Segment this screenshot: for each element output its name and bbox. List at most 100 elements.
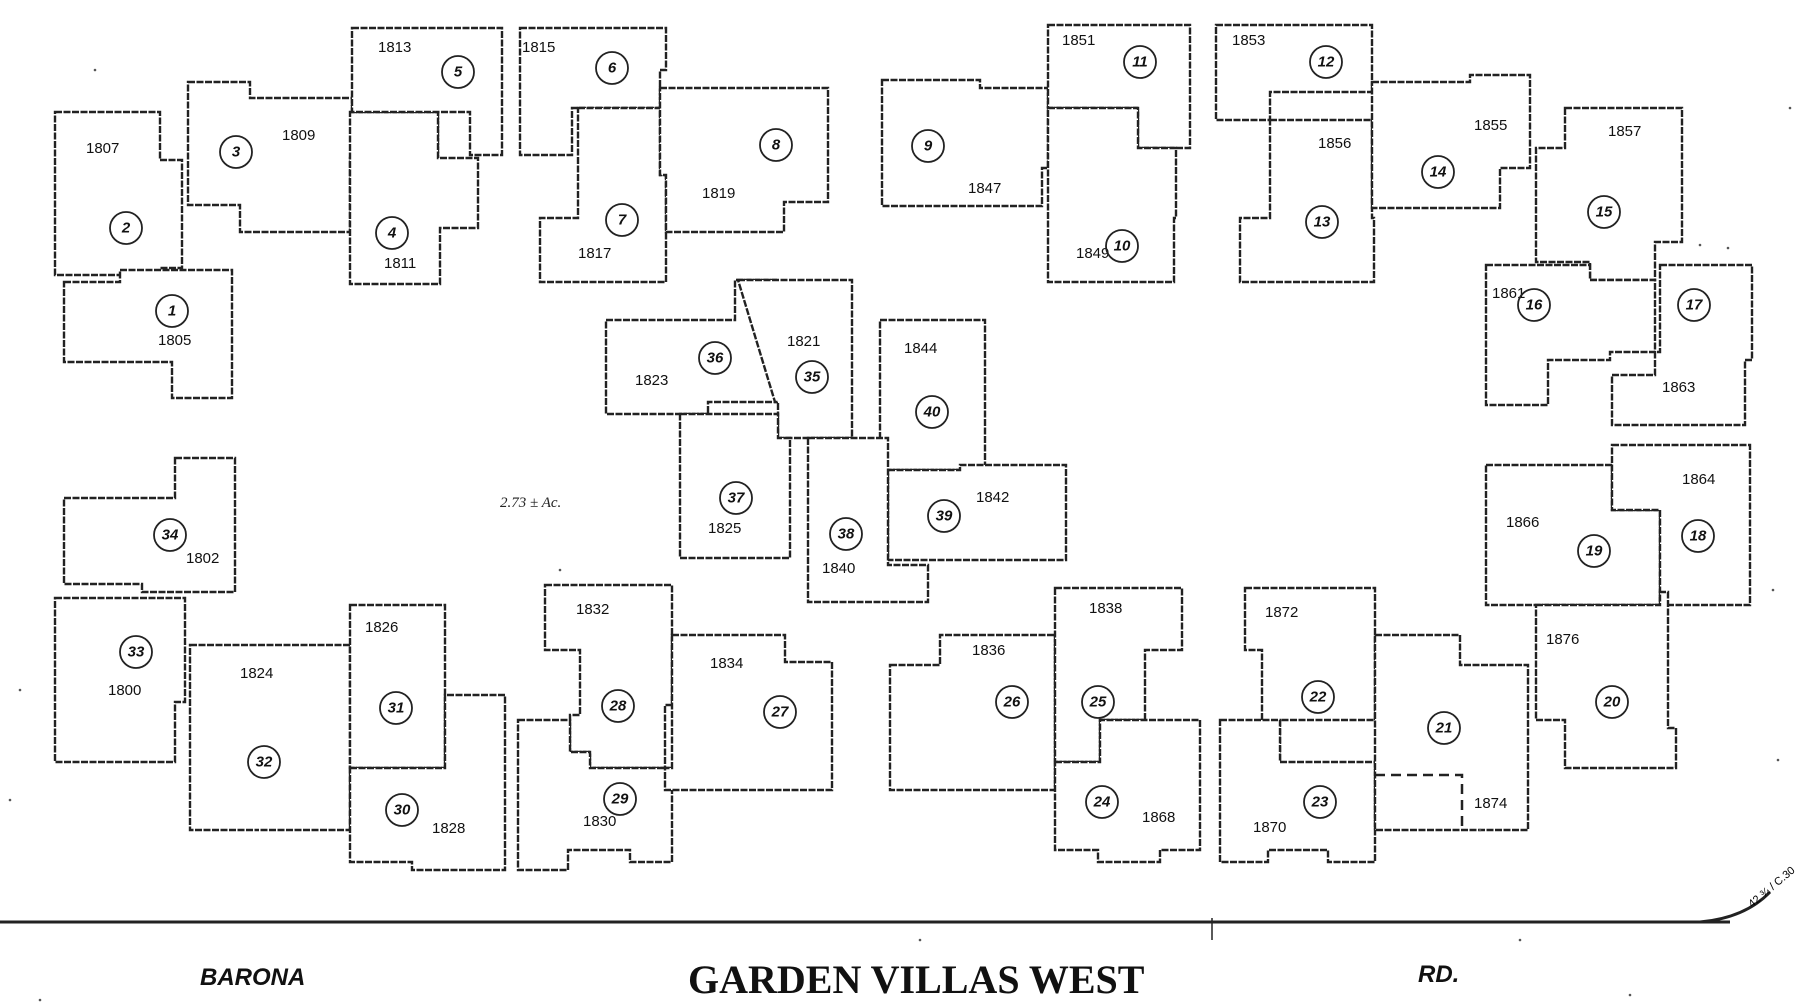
unit-number-25: 25 xyxy=(1089,694,1107,711)
building-1876[interactable] xyxy=(1534,590,1678,770)
building-1863[interactable] xyxy=(1610,263,1754,427)
unit-number-2: 2 xyxy=(121,220,131,237)
address-label-1842: 1842 xyxy=(976,489,1009,506)
unit-number-11: 11 xyxy=(1132,54,1148,71)
unit-number-10: 10 xyxy=(1114,238,1131,255)
building-1828[interactable] xyxy=(348,693,507,872)
unit-number-circle-4 xyxy=(375,216,409,250)
address-label-1813: 1813 xyxy=(378,39,411,56)
unit-number-36: 36 xyxy=(707,350,724,367)
address-label-1809: 1809 xyxy=(282,127,315,144)
unit-number-circle-28 xyxy=(601,689,635,723)
building-1825[interactable] xyxy=(678,412,792,560)
address-label-1855: 1855 xyxy=(1474,117,1507,134)
road-label-barona: BARONA xyxy=(200,964,305,991)
unit-number-19: 19 xyxy=(1586,543,1603,560)
unit-number-35: 35 xyxy=(804,369,821,386)
address-label-1802: 1802 xyxy=(186,550,219,567)
building-1856[interactable] xyxy=(1238,118,1376,284)
unit-number-18: 18 xyxy=(1690,528,1707,545)
building-1830[interactable] xyxy=(516,718,674,872)
unit-number-1: 1 xyxy=(168,303,176,320)
address-label-1817: 1817 xyxy=(578,245,611,262)
unit-number-circle-32 xyxy=(247,745,281,779)
unit-number-16: 16 xyxy=(1526,297,1543,314)
address-label-1844: 1844 xyxy=(904,340,937,357)
unit-number-circle-12 xyxy=(1309,45,1343,79)
map-title: GARDEN VILLAS WEST xyxy=(688,957,1145,1002)
unit-number-20: 20 xyxy=(1603,694,1621,711)
address-label-1874: 1874 xyxy=(1474,795,1507,812)
unit-number-circle-38 xyxy=(829,517,863,551)
unit-number-circle-31 xyxy=(379,691,413,725)
address-label-1836: 1836 xyxy=(972,642,1005,659)
address-label-1800: 1800 xyxy=(108,682,141,699)
address-label-1853: 1853 xyxy=(1232,32,1265,49)
building-1805[interactable] xyxy=(62,268,234,400)
address-label-1826: 1826 xyxy=(365,619,398,636)
address-label-1864: 1864 xyxy=(1682,471,1715,488)
unit-number-33: 33 xyxy=(128,644,145,661)
building-1807[interactable] xyxy=(53,110,184,277)
building-1849[interactable] xyxy=(1046,106,1178,284)
building-1853[interactable] xyxy=(1214,23,1374,122)
unit-number-14: 14 xyxy=(1430,164,1447,181)
unit-number-21: 21 xyxy=(1435,720,1453,737)
building-1872[interactable] xyxy=(1243,586,1377,764)
unit-number-circle-17 xyxy=(1677,288,1711,322)
building-1811[interactable] xyxy=(348,110,480,286)
building-1868[interactable] xyxy=(1053,718,1202,864)
building-1819[interactable] xyxy=(658,86,830,234)
unit-number-circle-6 xyxy=(595,51,629,85)
unit-number-5: 5 xyxy=(454,64,463,81)
unit-number-circle-23 xyxy=(1303,785,1337,819)
road-curve xyxy=(1699,890,1772,924)
unit-number-12: 12 xyxy=(1318,54,1335,71)
address-label-1807: 1807 xyxy=(86,140,119,157)
address-label-1876: 1876 xyxy=(1546,631,1579,648)
unit-number-23: 23 xyxy=(1311,794,1329,811)
building-1834[interactable] xyxy=(663,633,834,792)
dashed-outline-1874 xyxy=(1375,773,1464,830)
building-1870[interactable] xyxy=(1218,718,1377,864)
building-1824[interactable] xyxy=(188,643,352,832)
unit-number-circle-24 xyxy=(1085,785,1119,819)
address-label-1832: 1832 xyxy=(576,601,609,618)
unit-number-circle-15 xyxy=(1587,195,1621,229)
building-1874[interactable] xyxy=(1373,633,1530,832)
unit-number-29: 29 xyxy=(611,791,629,808)
building-1855[interactable] xyxy=(1370,73,1532,210)
building-1840[interactable] xyxy=(806,436,930,604)
unit-number-circle-13 xyxy=(1305,205,1339,239)
unit-number-circle-2 xyxy=(109,211,143,245)
building-1847[interactable] xyxy=(880,78,1050,208)
unit-number-circle-27 xyxy=(763,695,797,729)
unit-number-34: 34 xyxy=(162,527,179,544)
address-label-1838: 1838 xyxy=(1089,600,1122,617)
building-1800[interactable] xyxy=(53,596,187,764)
address-label-1823: 1823 xyxy=(635,372,668,389)
unit-number-circle-19 xyxy=(1577,534,1611,568)
unit-number-26: 26 xyxy=(1003,694,1021,711)
unit-number-circle-34 xyxy=(153,518,187,552)
unit-number-circle-11 xyxy=(1123,45,1157,79)
building-1802[interactable] xyxy=(62,456,237,594)
unit-number-37: 37 xyxy=(728,490,745,507)
address-label-1857: 1857 xyxy=(1608,123,1641,140)
unit-number-circle-21 xyxy=(1427,711,1461,745)
building-1842[interactable] xyxy=(886,463,1068,562)
unit-number-40: 40 xyxy=(923,404,941,421)
building-1813[interactable] xyxy=(350,26,504,157)
building-1861[interactable] xyxy=(1484,263,1657,407)
unit-number-circle-39 xyxy=(927,499,961,533)
unit-number-3: 3 xyxy=(232,144,241,161)
unit-number-circle-8 xyxy=(759,128,793,162)
unit-number-32: 32 xyxy=(256,754,273,771)
address-label-1825: 1825 xyxy=(708,520,741,537)
address-label-1863: 1863 xyxy=(1662,379,1695,396)
unit-number-7: 7 xyxy=(618,212,627,229)
unit-number-circle-18 xyxy=(1681,519,1715,553)
address-label-1866: 1866 xyxy=(1506,514,1539,531)
address-label-1805: 1805 xyxy=(158,332,191,349)
